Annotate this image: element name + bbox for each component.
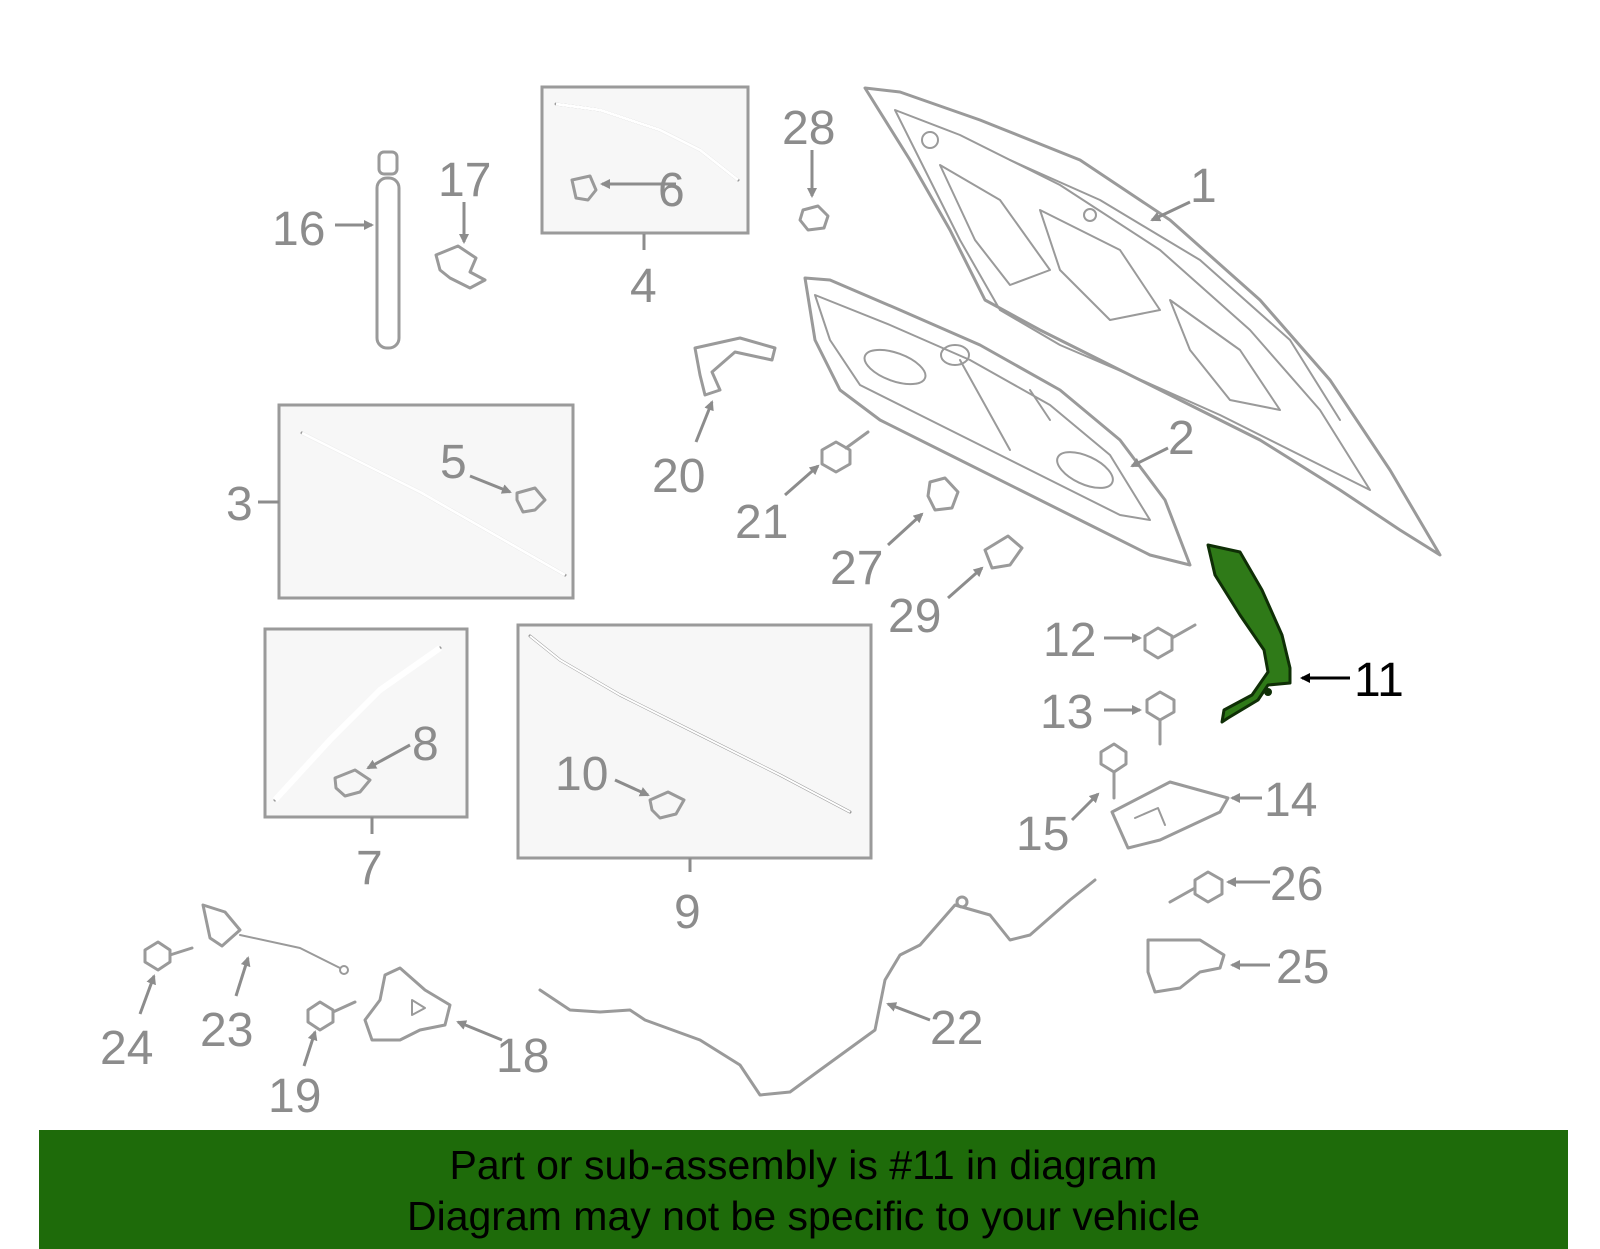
- part-24-bolt[interactable]: [143, 940, 194, 972]
- part-3-seal-kit-box[interactable]: [277, 403, 575, 600]
- callout-15: 15: [1016, 808, 1069, 861]
- callout-25: 25: [1276, 941, 1329, 994]
- part-2-hood-insulator[interactable]: [803, 276, 1192, 567]
- callout-17: 17: [438, 154, 491, 207]
- callout-7: 7: [356, 842, 383, 895]
- banner-line-part-number: Part or sub-assembly is #11 in diagram: [449, 1142, 1158, 1188]
- part-14-latch-support[interactable]: [1110, 780, 1230, 850]
- part-27-bumper[interactable]: [926, 476, 960, 512]
- callout-1: 1: [1190, 160, 1217, 213]
- part-5-clip[interactable]: [515, 486, 547, 514]
- callout-24: 24: [100, 1022, 153, 1075]
- callout-23: 23: [200, 1004, 253, 1057]
- part-6-clip[interactable]: [570, 174, 598, 202]
- callout-numbers: 1 2 3 4 5 6 7 8 9 10 11 12 13 14 15 16 1…: [100, 102, 1404, 1123]
- callout-16: 16: [272, 203, 325, 256]
- part-12-bolt[interactable]: [1143, 623, 1197, 660]
- part-16-prop-rod[interactable]: [375, 150, 401, 350]
- callout-19: 19: [268, 1070, 321, 1123]
- callout-8: 8: [412, 718, 439, 771]
- part-13-bolt[interactable]: [1145, 690, 1176, 746]
- part-8-clip[interactable]: [333, 768, 372, 798]
- callout-2: 2: [1168, 412, 1195, 465]
- part-11-hood-hinge[interactable]: [1206, 543, 1292, 724]
- part-17-clip[interactable]: [434, 244, 487, 290]
- callout-6: 6: [658, 164, 685, 217]
- part-25-striker[interactable]: [1146, 938, 1226, 994]
- part-20-bracket[interactable]: [693, 336, 777, 397]
- callout-27: 27: [830, 542, 883, 595]
- callout-29: 29: [888, 590, 941, 643]
- info-banner: Part or sub-assembly is #11 in diagram D…: [39, 1130, 1568, 1249]
- part-29-bumper[interactable]: [983, 534, 1024, 570]
- callout-4: 4: [630, 260, 657, 313]
- callout-13: 13: [1040, 686, 1093, 739]
- part-4-seal-kit-box[interactable]: [540, 85, 750, 235]
- callout-11: 11: [1354, 654, 1404, 707]
- callout-3: 3: [226, 478, 253, 531]
- part-18-latch[interactable]: [363, 966, 452, 1042]
- callout-22: 22: [930, 1002, 983, 1055]
- part-1-hood-panel[interactable]: [863, 86, 1442, 557]
- callout-26: 26: [1270, 858, 1323, 911]
- part-15-bolt[interactable]: [1099, 742, 1128, 800]
- callout-28: 28: [782, 102, 835, 155]
- part-9-seal-kit-box[interactable]: [516, 623, 873, 860]
- callout-14: 14: [1264, 774, 1317, 827]
- banner-line-disclaimer: Diagram may not be specific to your vehi…: [406, 1193, 1200, 1239]
- parts-diagram: 1 2 3 4 5 6 7 8 9 10 11 12 13 14 15 16 1…: [100, 85, 1442, 1123]
- part-19-bolt[interactable]: [306, 1000, 357, 1032]
- callout-10: 10: [555, 748, 608, 801]
- part-21-bolt[interactable]: [820, 430, 870, 474]
- part-10-clip[interactable]: [648, 790, 686, 820]
- part-22-release-cable[interactable]: [538, 878, 1097, 1097]
- callout-5: 5: [440, 436, 467, 489]
- part-26-bolt[interactable]: [1168, 870, 1224, 904]
- callout-18: 18: [496, 1030, 549, 1083]
- callout-20: 20: [652, 450, 705, 503]
- part-23-cable-end[interactable]: [201, 903, 349, 975]
- leader-lines: [138, 150, 1350, 1067]
- callout-12: 12: [1043, 614, 1096, 667]
- callout-9: 9: [674, 886, 701, 939]
- callout-21: 21: [735, 496, 788, 549]
- part-28-bumper[interactable]: [798, 204, 830, 232]
